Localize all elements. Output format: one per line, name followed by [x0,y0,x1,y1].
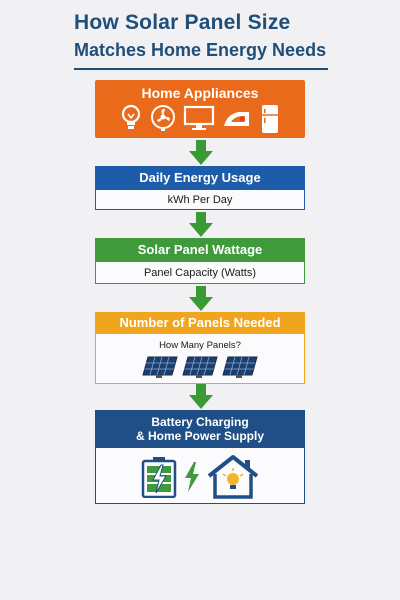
step-title: Daily Energy Usage [95,166,305,190]
refrigerator-icon [262,105,278,133]
down-arrow-icon [189,286,213,311]
iron-icon [224,112,249,126]
step-subtitle: kWh Per Day [95,190,305,210]
title-line-2: Matches Home Energy Needs [74,40,327,60]
title-underline [74,68,328,70]
solar-panels [96,356,304,378]
lightbulb-icon [121,104,141,129]
fan-icon [151,105,175,131]
step-title: Solar Panel Wattage [95,238,305,262]
solar-panel-icon [142,356,178,378]
step-subtitle: Panel Capacity (Watts) [95,262,305,284]
step-title-line-1: Battery Charging [151,415,249,429]
monitor-icon [183,105,215,130]
step-solar-panel-wattage: Solar Panel Wattage Panel Capacity (Watt… [95,238,305,284]
house-lightbulb-icon [207,455,259,499]
step-body [95,448,305,504]
step-battery-home-power: Battery Charging & Home Power Supply [95,410,305,504]
step-number-of-panels: Number of Panels Needed How Many Panels? [95,312,305,384]
down-arrow-icon [189,140,213,165]
appliance-icons [95,104,305,134]
power-icons [96,454,304,500]
step-daily-energy-usage: Daily Energy Usage kWh Per Day [95,166,305,210]
battery-icon [141,457,177,498]
step-title-line-2: & Home Power Supply [135,429,265,443]
lightning-bolt-icon [185,462,199,492]
step-home-appliances: Home Appliances [95,80,305,138]
step-subtitle: How Many Panels? [159,340,241,351]
down-arrow-icon [189,384,213,409]
down-arrow-icon [189,212,213,237]
step-title: Battery Charging & Home Power Supply [95,410,305,448]
solar-panel-icon [222,356,258,378]
step-body: How Many Panels? [95,334,305,384]
solar-panel-icon [182,356,218,378]
title-line-1: How Solar Panel Size [74,11,291,34]
step-title: Number of Panels Needed [95,312,305,334]
page-title: How Solar Panel Size Matches Home Energy… [74,10,374,62]
step-title: Home Appliances [141,85,259,101]
